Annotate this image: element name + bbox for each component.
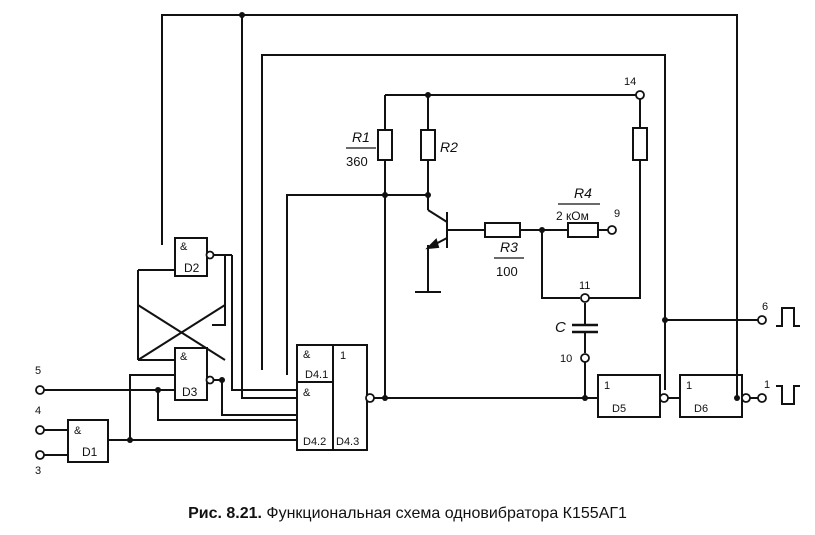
resistor-r3-value: 100 (496, 264, 518, 279)
pin-4-label: 4 (35, 405, 41, 417)
transistor (425, 209, 448, 250)
gate-d5-label: D5 (612, 403, 626, 415)
pulse-negative-icon (776, 385, 800, 405)
schematic-diagram: & D1 & D2 & D3 & D4.1 & D4.2 1 D4.3 1 D5… (35, 12, 800, 477)
resistor-pin14 (632, 127, 648, 161)
gate-d6-one-symbol: 1 (686, 380, 692, 392)
gate-d43-one-symbol: 1 (340, 350, 346, 362)
gate-d5-one-symbol: 1 (604, 380, 610, 392)
resistor-r3: R3 100 (484, 222, 524, 279)
resistor-r4-value: 2 кОм (556, 209, 589, 223)
gate-d41-and-symbol: & (303, 349, 311, 361)
figure-caption-text: Функциональная схема одновибратора К155А… (266, 505, 627, 522)
figure-caption: Рис. 8.21. Функциональная схема одновибр… (0, 505, 815, 523)
resistor-r3-label: R3 (500, 239, 518, 255)
gate-d3: & D3 (174, 347, 215, 401)
junction-dots (127, 12, 740, 443)
gate-d2-label: D2 (184, 261, 200, 275)
pin-14-label: 14 (624, 76, 636, 88)
pin-1-label: 1 (764, 379, 770, 391)
pin-9-label: 9 (614, 208, 620, 220)
resistor-r4-label: R4 (574, 185, 592, 201)
gate-d5: 1 D5 (597, 374, 669, 418)
pin-5-label: 5 (35, 365, 41, 377)
figure-caption-label: Рис. 8.21. (188, 505, 262, 522)
capacitor-c-label: C (555, 319, 566, 336)
resistor-r1: R1 360 (346, 129, 393, 169)
gate-d3-label: D3 (182, 385, 198, 399)
gate-d6: 1 D6 (679, 374, 751, 418)
pin-6-label: 6 (762, 301, 768, 313)
gate-d2: & D2 (174, 237, 215, 277)
wires (44, 14, 758, 456)
gate-d41-label: D4.1 (305, 369, 328, 381)
resistor-r4: R4 2 кОм (556, 185, 600, 238)
gate-d42-label: D4.2 (303, 436, 326, 448)
gate-d2-and-symbol: & (180, 241, 188, 253)
resistor-r2-label: R2 (440, 139, 458, 155)
gate-d4: & D4.1 & D4.2 1 D4.3 (296, 344, 375, 451)
gate-d1-label: D1 (82, 445, 98, 459)
resistor-r1-label: R1 (352, 129, 370, 145)
resistor-r2: R2 (420, 129, 458, 161)
gate-d3-and-symbol: & (180, 351, 188, 363)
pulse-positive-icon (776, 307, 800, 327)
resistor-r1-value: 360 (346, 154, 368, 169)
gate-d43-label: D4.3 (336, 436, 359, 448)
gate-d1: & D1 (67, 419, 109, 463)
gate-d1-and-symbol: & (74, 425, 82, 437)
pin-10-label: 10 (560, 353, 572, 365)
gate-d42-and-symbol: & (303, 387, 311, 399)
pin-3-label: 3 (35, 465, 41, 477)
pin-11-label: 11 (579, 280, 590, 292)
pin-terminals (35, 90, 767, 460)
gate-d6-label: D6 (694, 403, 708, 415)
capacitor-c: C (555, 319, 598, 336)
